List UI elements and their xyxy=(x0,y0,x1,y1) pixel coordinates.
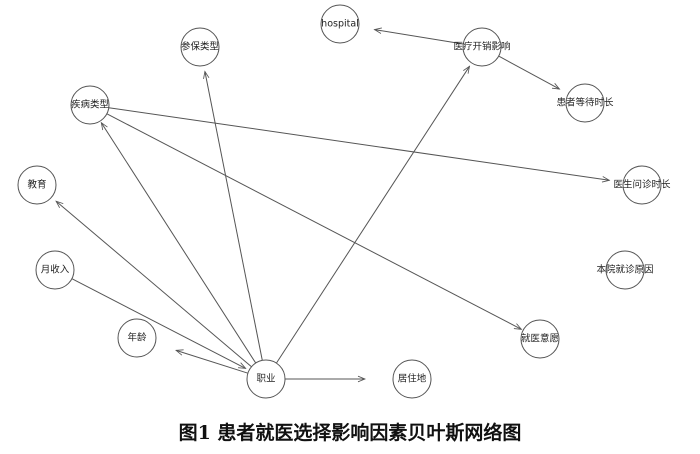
node-label-satisfaction: 就医意愿 xyxy=(521,333,559,345)
node-label-disease: 疾病类型 xyxy=(71,99,110,111)
node-circle-residence xyxy=(392,359,432,399)
edge-occupation-to-education xyxy=(56,201,252,368)
node-circle-hospital xyxy=(320,4,360,44)
edge-disease-to-consult xyxy=(108,107,610,181)
node-circle-disease xyxy=(70,85,110,125)
figure-caption: 图1 患者就医选择影响因素贝叶斯网络图 xyxy=(178,422,522,444)
node-label-hospital: hospital xyxy=(321,19,359,30)
node-insurance: 参保类型 xyxy=(180,27,220,67)
node-circle-income xyxy=(35,250,75,290)
edge-occupation-to-age xyxy=(176,350,249,374)
node-circle-age xyxy=(117,318,157,358)
node-reason: 本院就诊原因 xyxy=(596,250,654,290)
edge-occupation-to-insurance xyxy=(205,72,263,361)
edge-occupation-to-disease xyxy=(101,123,257,364)
node-label-insurance: 参保类型 xyxy=(181,41,220,53)
edge-occupation-to-cost xyxy=(275,66,469,364)
node-circle-reason xyxy=(605,250,645,290)
node-circle-wait xyxy=(565,83,605,123)
edge-cost-to-hospital xyxy=(375,30,464,45)
node-label-income: 月收入 xyxy=(41,264,70,276)
edge-income-to-occupation xyxy=(71,278,246,369)
node-consult: 医生问诊时长 xyxy=(613,165,671,205)
node-label-consult: 医生问诊时长 xyxy=(613,179,671,191)
node-satisfaction: 就医意愿 xyxy=(520,319,560,359)
node-label-reason: 本院就诊原因 xyxy=(596,264,653,276)
node-cost: 医疗开销影响 xyxy=(453,27,511,67)
node-occupation: 职业 xyxy=(246,359,286,399)
node-disease: 疾病类型 xyxy=(70,85,110,125)
node-label-residence: 居住地 xyxy=(398,373,427,385)
node-age: 年龄 xyxy=(117,318,157,358)
node-label-cost: 医疗开销影响 xyxy=(453,41,510,53)
node-circle-satisfaction xyxy=(520,319,560,359)
node-income: 月收入 xyxy=(35,250,75,290)
node-label-age: 年龄 xyxy=(127,332,147,344)
node-circle-cost xyxy=(462,27,502,67)
node-wait: 患者等待时长 xyxy=(556,83,614,123)
node-circle-insurance xyxy=(180,27,220,67)
node-circle-occupation xyxy=(246,359,286,399)
node-label-education: 教育 xyxy=(27,179,46,191)
node-label-wait: 患者等待时长 xyxy=(556,97,614,109)
node-residence: 居住地 xyxy=(392,359,432,399)
node-circle-education xyxy=(17,165,57,205)
edge-cost-to-wait xyxy=(498,55,560,89)
node-circle-consult xyxy=(622,165,662,205)
node-hospital: hospital xyxy=(320,4,360,44)
edge-disease-to-satisfaction xyxy=(106,113,522,329)
node-label-occupation: 职业 xyxy=(256,374,275,385)
node-education: 教育 xyxy=(17,165,57,205)
